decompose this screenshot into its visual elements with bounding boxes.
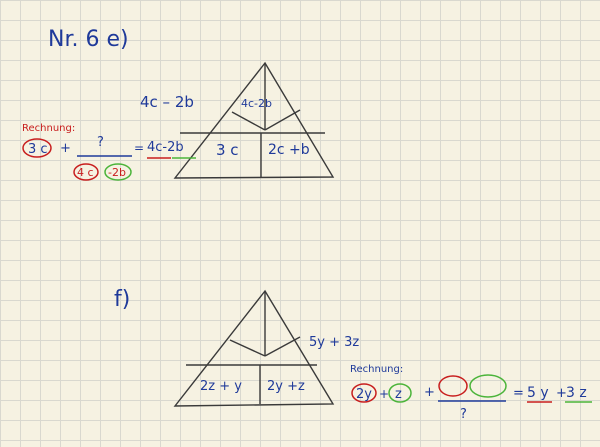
f-result-a: 5 y <box>527 385 549 401</box>
e-equals: = <box>134 141 144 155</box>
f-plus1: + <box>379 387 389 401</box>
f-right-label: 5y + 3z <box>309 335 359 350</box>
f-term-b: z <box>395 387 402 402</box>
e-unknown: ? <box>97 135 104 150</box>
heading-e: Nr. 6 e) <box>48 27 129 52</box>
f-bottom-right-cell: 2y +z <box>267 379 305 394</box>
f-term-a: 2y <box>356 387 372 402</box>
e-result: 4c-2b <box>147 140 184 155</box>
e-bottom-right-cell: 2c +b <box>268 142 310 158</box>
triangle-f <box>173 289 335 407</box>
f-circle-term-b <box>388 383 412 403</box>
f-result-b: 3 z <box>566 385 587 401</box>
e-circle-term <box>22 138 52 158</box>
e-work-label: Rechnung: <box>22 123 75 134</box>
e-circle-below-b <box>104 163 132 181</box>
f-unknown: ? <box>460 407 467 422</box>
e-term: 3 c <box>28 142 48 157</box>
f-circle-term-a <box>351 383 377 403</box>
f-result-plus: + <box>556 386 567 401</box>
f-blank-circle-red <box>438 375 468 397</box>
f-bottom-left-cell: 2z + y <box>200 379 242 394</box>
e-below-a: 4 c <box>77 166 94 179</box>
heading-f: f) <box>114 287 130 312</box>
f-work-label: Rechnung: <box>350 364 403 375</box>
triangle-e <box>173 61 335 179</box>
e-circle-below-a <box>73 163 99 181</box>
e-plus: + <box>60 141 71 156</box>
e-bottom-left-cell: 3 c <box>216 141 239 159</box>
e-below-b: -2b <box>108 166 126 179</box>
f-blank-circle-green <box>469 374 507 398</box>
f-equals: = <box>513 386 524 401</box>
e-top-left-label: 4c – 2b <box>140 93 194 111</box>
e-top-cell: 4c-2b <box>241 97 272 110</box>
f-plus2: + <box>424 385 435 400</box>
